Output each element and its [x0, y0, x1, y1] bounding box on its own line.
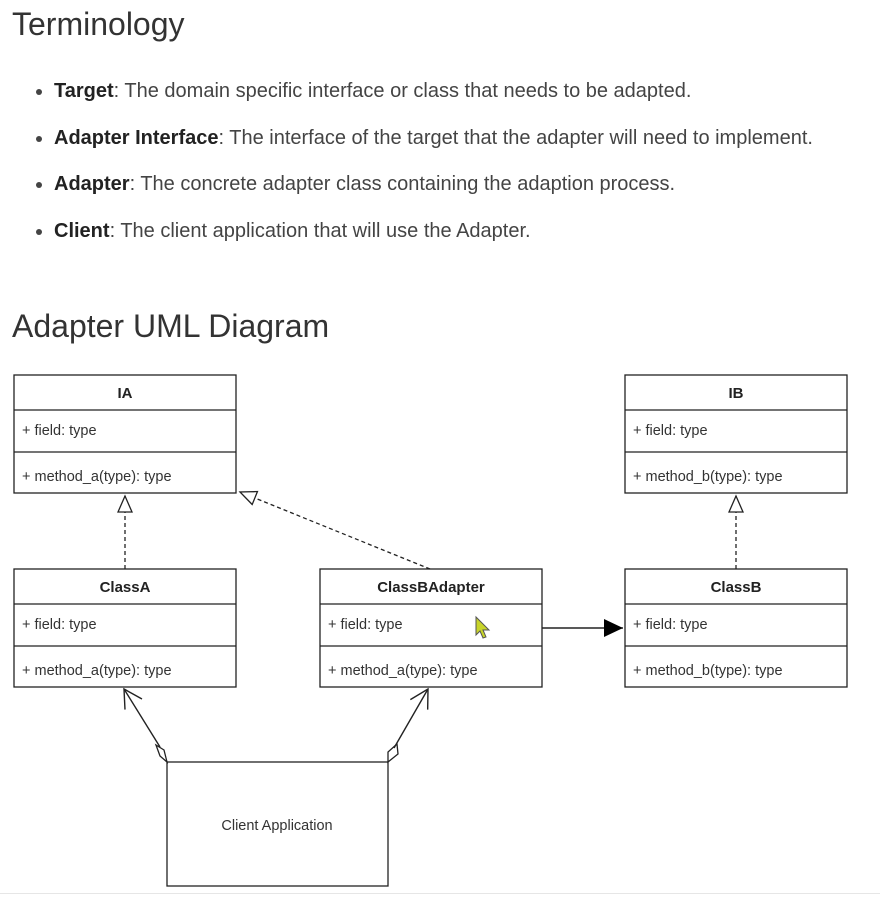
term-name: Adapter Interface: [54, 126, 219, 149]
class-name: ClassA: [100, 579, 151, 596]
term-separator: :: [129, 173, 136, 195]
class-classb: ClassB + field: type + method_b(type): t…: [624, 568, 848, 688]
class-classa: ClassA + field: type + method_a(type): t…: [13, 568, 237, 688]
term-separator: :: [218, 126, 225, 149]
terminology-heading: Terminology: [12, 6, 185, 42]
term-separator: :: [109, 219, 116, 242]
class-name: IA: [118, 385, 133, 402]
class-method: + method_a(type): type: [22, 663, 172, 679]
term-separator: :: [113, 80, 120, 102]
uml-diagram: IA + field: type + method_a(type): type …: [13, 374, 848, 887]
client-application-box: Client Application: [166, 761, 389, 887]
class-name: ClassB: [711, 579, 762, 596]
term-description: The interface of the target that the ada…: [224, 126, 813, 149]
class-field: + field: type: [633, 617, 708, 633]
class-classbadapter: ClassBAdapter + field: type + method_a(t…: [319, 568, 543, 688]
term-target: Target: The domain specific interface or…: [54, 72, 880, 119]
class-method: + method_a(type): type: [328, 663, 478, 679]
term-description: The domain specific interface or class t…: [119, 80, 692, 102]
terminology-list: Target: The domain specific interface or…: [30, 72, 880, 258]
term-name: Target: [54, 80, 114, 102]
class-field: + field: type: [22, 423, 97, 439]
term-client: Client: The client application that will…: [54, 212, 880, 259]
class-field: + field: type: [22, 617, 97, 633]
realization-classbadapter-ia: [238, 490, 431, 570]
class-method: + method_b(type): type: [633, 469, 783, 485]
class-field: + field: type: [633, 423, 708, 439]
class-method: + method_a(type): type: [22, 469, 172, 485]
class-field: + field: type: [328, 617, 403, 633]
class-ia: IA + field: type + method_a(type): type: [13, 374, 237, 494]
mouse-cursor-icon: [475, 615, 491, 639]
term-name: Adapter: [54, 173, 130, 195]
client-label: Client Application: [221, 818, 332, 834]
term-name: Client: [54, 219, 110, 242]
class-name: IB: [729, 385, 744, 402]
divider: [0, 893, 880, 894]
diagram-heading: Adapter UML Diagram: [12, 308, 330, 344]
class-name: ClassBAdapter: [377, 579, 485, 596]
class-ib: IB + field: type + method_b(type): type: [624, 374, 848, 494]
aggregation-client-classbadapter: [387, 687, 429, 764]
term-description: The client application that will use the…: [115, 219, 531, 242]
class-method: + method_b(type): type: [633, 663, 783, 679]
term-adapter: Adapter: The concrete adapter class cont…: [54, 165, 880, 212]
term-description: The concrete adapter class containing th…: [135, 173, 676, 195]
term-adapter-interface: Adapter Interface: The interface of the …: [54, 119, 880, 166]
aggregation-client-classa: [123, 687, 169, 764]
